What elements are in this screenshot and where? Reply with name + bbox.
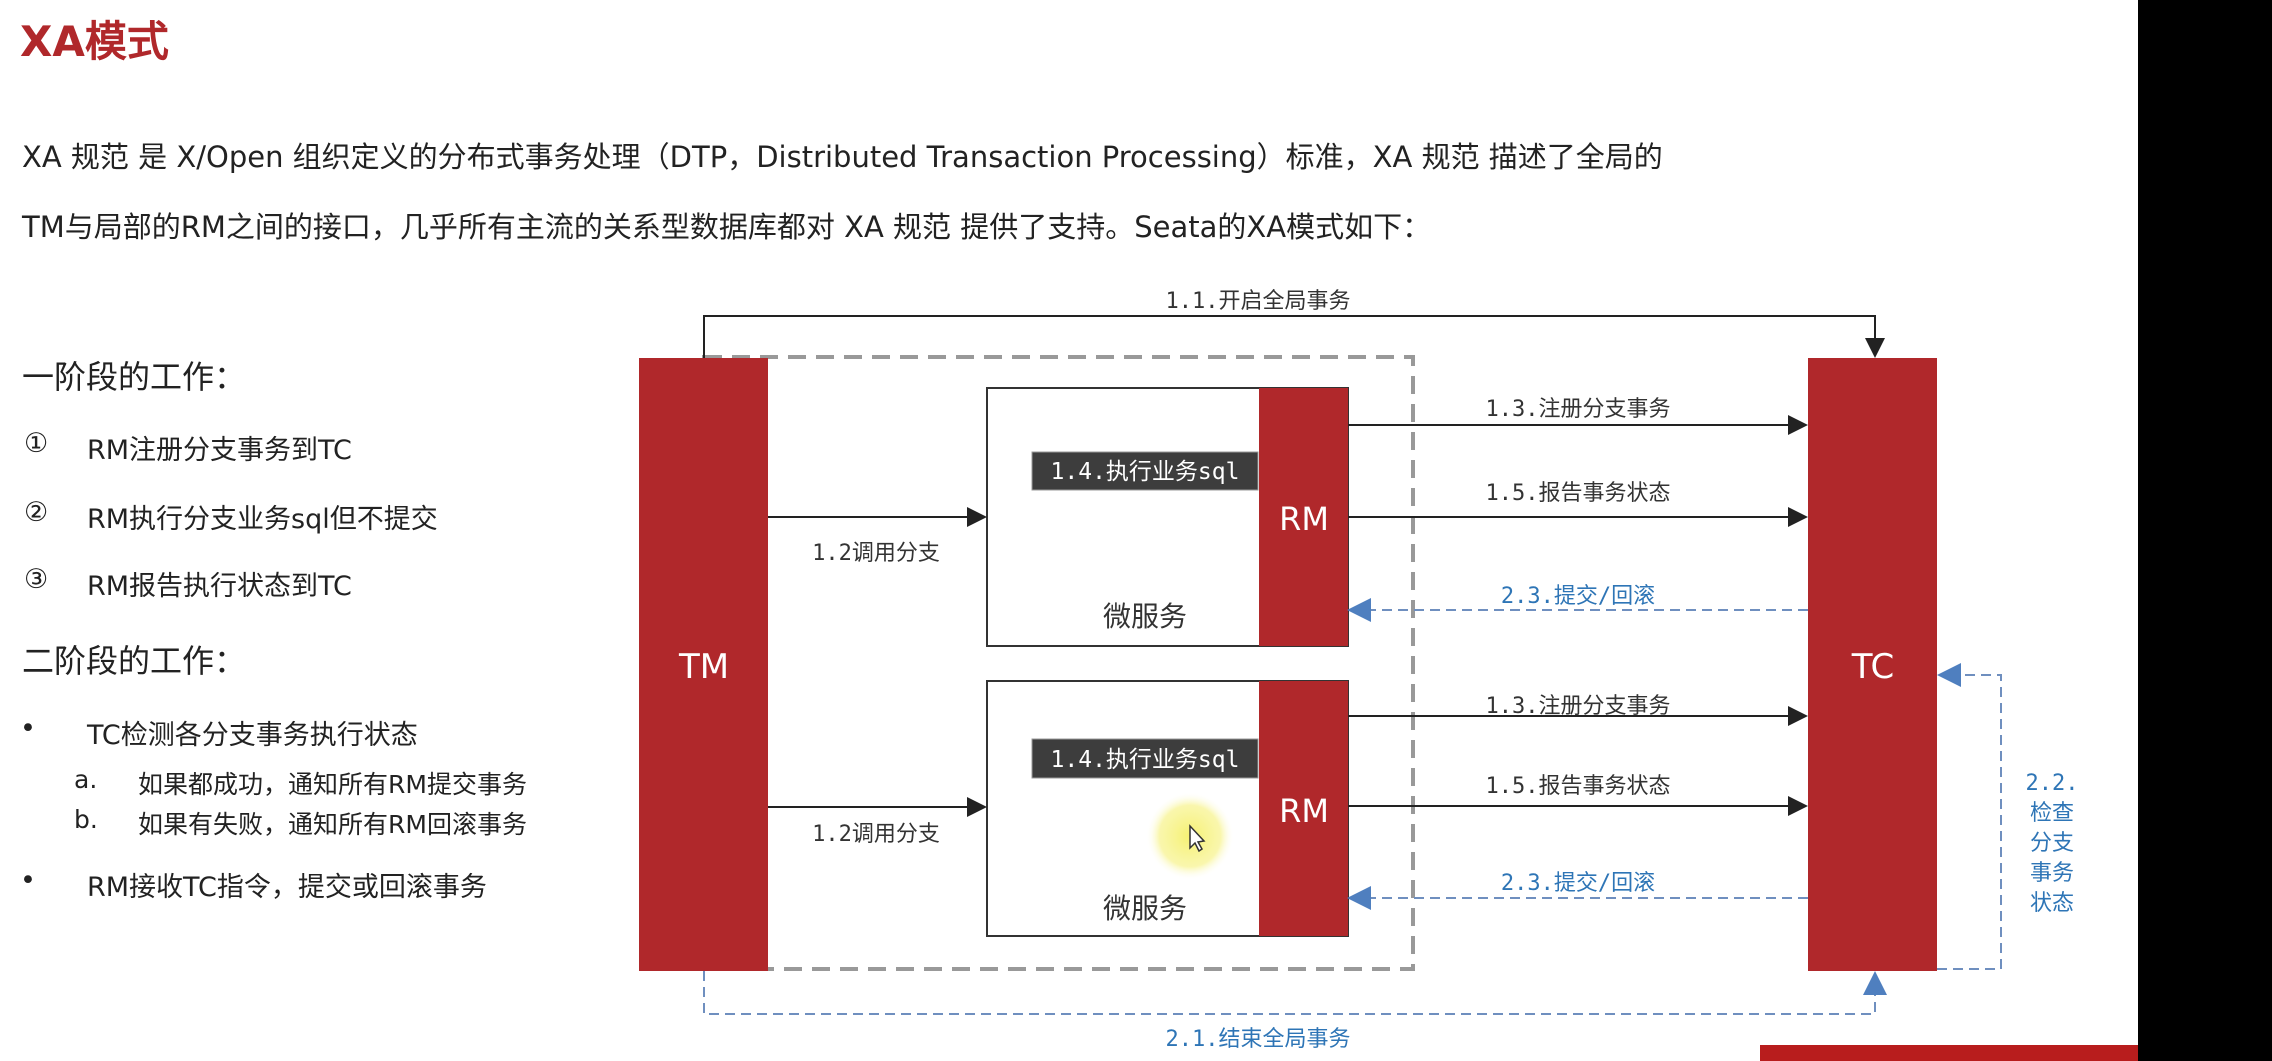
tm-box (639, 358, 768, 971)
phase2-sub-item: 如果有失败，通知所有RM回滚事务 (138, 810, 527, 839)
phase1-item: RM执行分支业务sql但不提交 (87, 504, 438, 535)
register-label: 1.3.注册分支事务 (1486, 694, 1671, 719)
check-label: 检查 (2030, 801, 2074, 826)
sql-label: 1.4.执行业务sql (1051, 747, 1240, 773)
commit-rollback-label: 2.3.提交/回滚 (1501, 584, 1655, 609)
phase1-marker: ① (24, 428, 49, 459)
microservice-1: RM 微服务 1.4.执行业务sql (986, 387, 1349, 647)
sql-label: 1.4.执行业务sql (1051, 459, 1240, 485)
page-title: XA模式 (20, 17, 169, 66)
sub-marker: a. (74, 765, 98, 794)
call-label: 1.2调用分支 (812, 541, 940, 566)
end-label: 2.1.结束全局事务 (1166, 1027, 1351, 1052)
check-label: 分支 (2030, 831, 2074, 856)
report-label: 1.5.报告事务状态 (1486, 481, 1671, 506)
check-status-arrow (1937, 663, 2002, 970)
phase1-item: RM注册分支事务到TC (87, 435, 352, 466)
phase1-item: RM报告执行状态到TC (87, 571, 352, 602)
register-label: 1.3.注册分支事务 (1486, 397, 1671, 422)
tm-label: TM (678, 647, 729, 687)
check-label: 事务 (2030, 861, 2074, 886)
cursor-icon (1189, 824, 1206, 853)
commit-rollback-label: 2.3.提交/回滚 (1501, 871, 1655, 896)
intro-line-2: TM与局部的RM之间的接口，几乎所有主流的关系型数据库都对 XA 规范 提供了支… (22, 210, 1432, 244)
bullet-marker: • (20, 865, 36, 896)
microservice-2: RM 微服务 1.4.执行业务sql (986, 680, 1349, 937)
end-arrow (703, 971, 1887, 1015)
check-label: 状态 (2030, 891, 2074, 916)
intro-line-1: XA 规范 是 X/Open 组织定义的分布式事务处理（DTP，Distribu… (22, 140, 1663, 174)
phase2-bullet-1: TC检测各分支事务执行状态 (87, 720, 418, 751)
phase1-heading: 一阶段的工作： (22, 358, 247, 396)
bullet-marker: • (20, 713, 36, 744)
service-label: 微服务 (1103, 892, 1187, 925)
tc-box (1808, 358, 1937, 971)
phase2-sub-item: 如果都成功，通知所有RM提交事务 (138, 770, 527, 799)
begin-arrow (703, 315, 1885, 358)
tc-label: TC (1851, 647, 1895, 687)
check-label: 2.2. (2026, 771, 2079, 796)
sub-marker: b. (74, 805, 98, 834)
screen-edge-bar (2138, 0, 2272, 1061)
service-label: 微服务 (1103, 600, 1187, 633)
phase1-marker: ② (24, 497, 49, 528)
rm-label: RM (1279, 792, 1329, 830)
phase2-bullet-2: RM接收TC指令，提交或回滚事务 (87, 872, 487, 903)
call-label: 1.2调用分支 (812, 822, 940, 847)
begin-label: 1.1.开启全局事务 (1166, 289, 1351, 314)
phase2-heading: 二阶段的工作： (22, 642, 247, 680)
rm-label: RM (1279, 500, 1329, 538)
phase1-marker: ③ (24, 564, 49, 595)
report-label: 1.5.报告事务状态 (1486, 774, 1671, 799)
bottom-banner (1760, 1045, 2138, 1061)
